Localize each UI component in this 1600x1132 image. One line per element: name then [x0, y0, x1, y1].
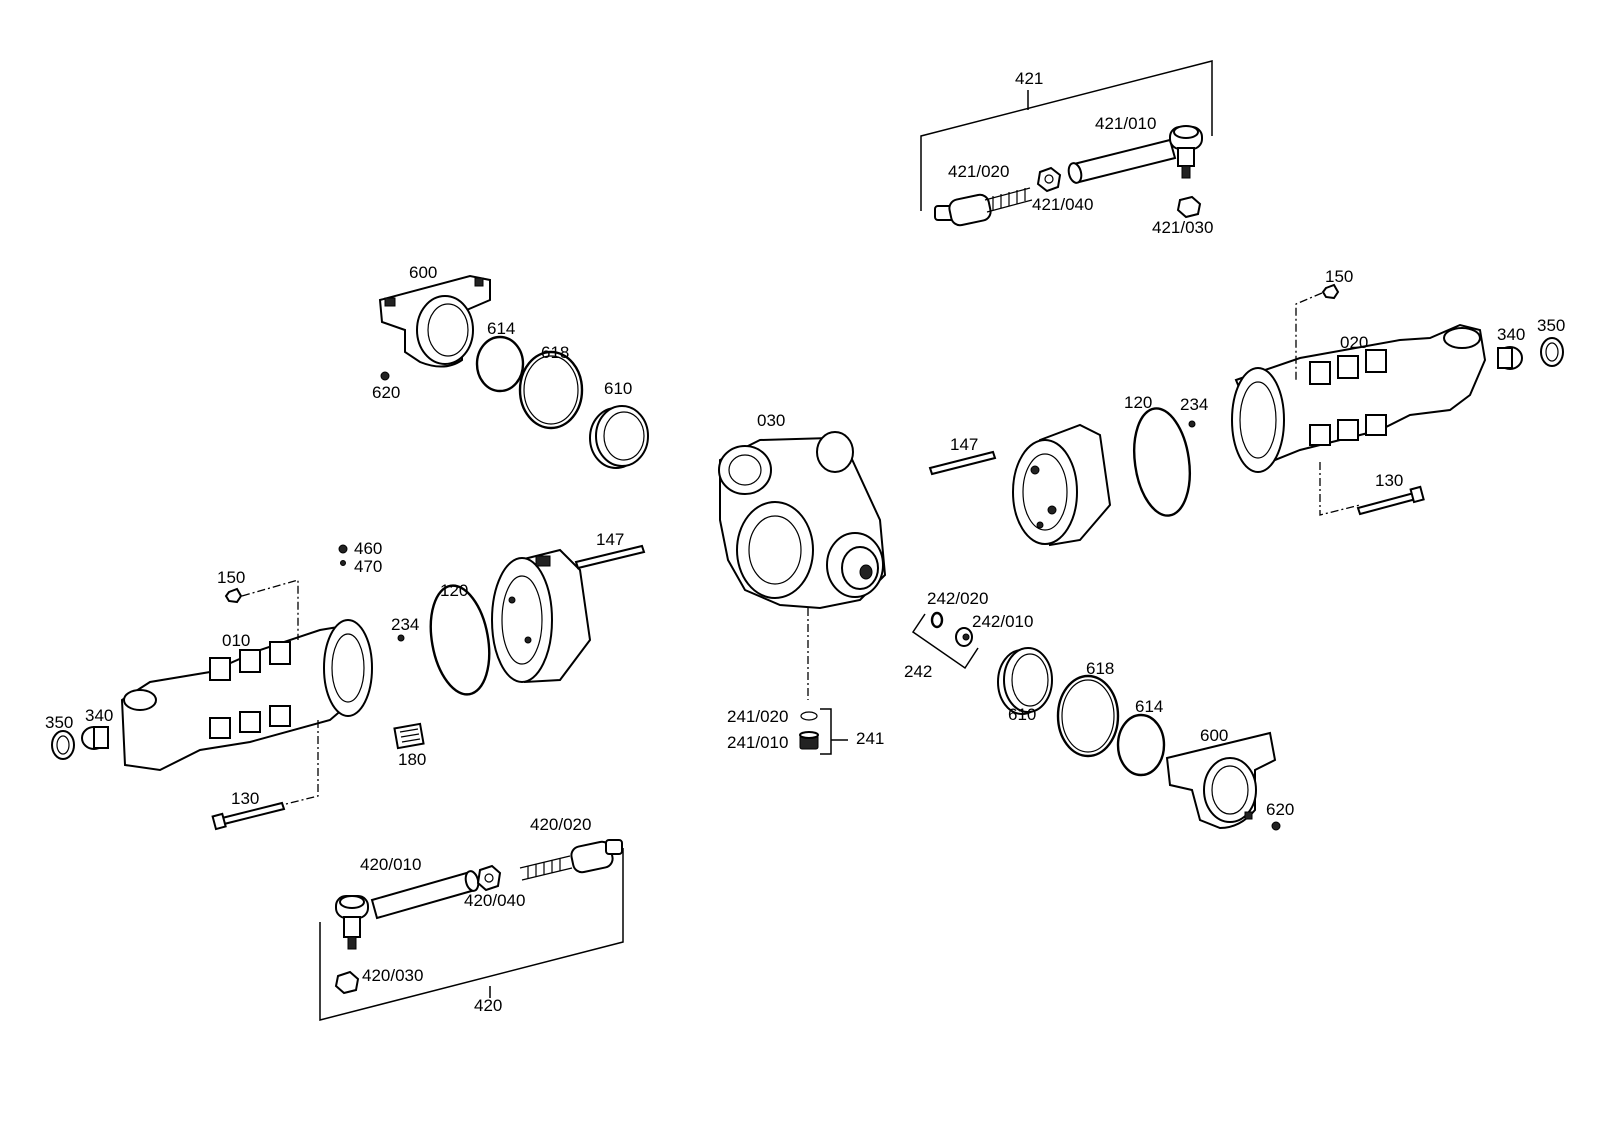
seal-350-right[interactable]	[1540, 337, 1564, 367]
ball-joint-421-020[interactable]	[934, 187, 1033, 227]
tie-rod-assembly-421: 421 421/010 421/020 421/040 421/030	[920, 60, 1213, 237]
label-421-020: 421/020	[948, 162, 1009, 181]
nut-420-040[interactable]	[476, 864, 502, 892]
label-420-020: 420/020	[530, 815, 591, 834]
label-241: 241	[856, 729, 884, 748]
plug-241-010[interactable]	[799, 731, 819, 750]
nut-421-030[interactable]	[1176, 195, 1202, 219]
label-234-left: 234	[391, 615, 419, 634]
washer-470[interactable]	[340, 560, 346, 566]
label-010: 010	[222, 631, 250, 650]
label-614-upper: 614	[487, 319, 515, 338]
o-ring-120-left[interactable]	[423, 581, 497, 699]
plug-234-right[interactable]	[1188, 420, 1196, 428]
label-610-upper: 610	[604, 379, 632, 398]
bolt-620-upper[interactable]	[380, 371, 390, 381]
nut-420-030[interactable]	[334, 970, 360, 995]
label-614-lower: 614	[1135, 697, 1163, 716]
label-620-upper: 620	[372, 383, 400, 402]
tie-rod-end-421-010[interactable]	[1067, 125, 1203, 184]
bolt-620-lower[interactable]	[1271, 821, 1281, 831]
pin-147-right[interactable]	[928, 450, 997, 476]
label-130-left: 130	[231, 789, 259, 808]
plug-460[interactable]	[338, 544, 348, 554]
pin-147-left[interactable]	[574, 544, 646, 570]
label-421: 421	[1015, 69, 1043, 88]
label-460: 460	[354, 539, 382, 558]
label-340-left: 340	[85, 706, 113, 725]
label-421-030: 421/030	[1152, 218, 1213, 237]
label-130-right: 130	[1375, 471, 1403, 490]
label-242: 242	[904, 662, 932, 681]
label-241-010: 241/010	[727, 733, 788, 752]
label-350-right: 350	[1537, 316, 1565, 335]
label-618-lower: 618	[1086, 659, 1114, 678]
bushing-610-lower[interactable]	[997, 647, 1053, 715]
seal-350-left[interactable]	[51, 730, 75, 760]
label-470: 470	[354, 557, 382, 576]
plug-242-010[interactable]	[955, 627, 973, 647]
label-420-030: 420/030	[362, 966, 423, 985]
tie-rod-end-420-010[interactable]	[335, 870, 480, 950]
bearing-cap-600-lower[interactable]	[1165, 731, 1277, 830]
axle-housing-020[interactable]	[1231, 323, 1487, 473]
bolt-130-right[interactable]	[1356, 485, 1425, 516]
label-618-upper: 618	[541, 343, 569, 362]
bushing-610-upper[interactable]	[589, 405, 649, 469]
tie-rod-assembly-420: 420/020 420/010 420/040 420/030 420	[319, 815, 624, 1021]
part-group-241: 241/020 241/010 241	[727, 707, 884, 755]
ball-joint-420-020[interactable]	[519, 839, 623, 881]
differential-housing-030[interactable]	[718, 431, 887, 610]
label-120-right: 120	[1124, 393, 1152, 412]
label-600-lower: 600	[1200, 726, 1228, 745]
label-147-left: 147	[596, 530, 624, 549]
o-ring-242-020[interactable]	[930, 611, 944, 629]
label-241-020: 241/020	[727, 707, 788, 726]
bearing-cap-600-upper[interactable]	[378, 274, 491, 368]
label-420-010: 420/010	[360, 855, 421, 874]
o-ring-241-020[interactable]	[800, 711, 818, 721]
label-620-lower: 620	[1266, 800, 1294, 819]
ring-618-upper[interactable]	[518, 350, 584, 430]
label-242-010: 242/010	[972, 612, 1033, 631]
label-234-right: 234	[1180, 395, 1208, 414]
label-610-lower: 610	[1008, 705, 1036, 724]
label-242-020: 242/020	[927, 589, 988, 608]
label-421-040: 421/040	[1032, 195, 1093, 214]
plug-150-left[interactable]	[224, 587, 243, 604]
label-020: 020	[1340, 333, 1368, 352]
label-420: 420	[474, 996, 502, 1015]
label-150-right: 150	[1325, 267, 1353, 286]
label-420-040: 420/040	[464, 891, 525, 910]
label-147-right: 147	[950, 435, 978, 454]
label-180: 180	[398, 750, 426, 769]
bushing-340-right[interactable]	[1497, 346, 1523, 370]
bolt-130-left[interactable]	[211, 801, 286, 831]
part-group-242: 242/020 242/010 242	[904, 589, 1033, 681]
ring-618-lower[interactable]	[1056, 674, 1120, 758]
label-600-upper: 600	[409, 263, 437, 282]
label-120-left: 120	[440, 581, 468, 600]
label-340-right: 340	[1497, 325, 1525, 344]
planetary-carrier-right[interactable]	[1012, 423, 1112, 547]
label-150-left: 150	[217, 568, 245, 587]
label-350-left: 350	[45, 713, 73, 732]
o-ring-614-lower[interactable]	[1116, 713, 1166, 777]
o-ring-614-upper[interactable]	[475, 335, 525, 393]
nut-421-040[interactable]	[1036, 166, 1062, 193]
label-421-010: 421/010	[1095, 114, 1156, 133]
nameplate-180[interactable]	[393, 722, 425, 750]
plug-234-left[interactable]	[397, 634, 405, 642]
plug-150-right[interactable]	[1321, 283, 1340, 300]
planetary-carrier-left[interactable]	[491, 548, 592, 684]
bushing-340-left[interactable]	[81, 726, 109, 750]
label-030: 030	[757, 411, 785, 430]
axle-housing-010[interactable]	[120, 619, 373, 772]
o-ring-120-right[interactable]	[1128, 405, 1197, 519]
